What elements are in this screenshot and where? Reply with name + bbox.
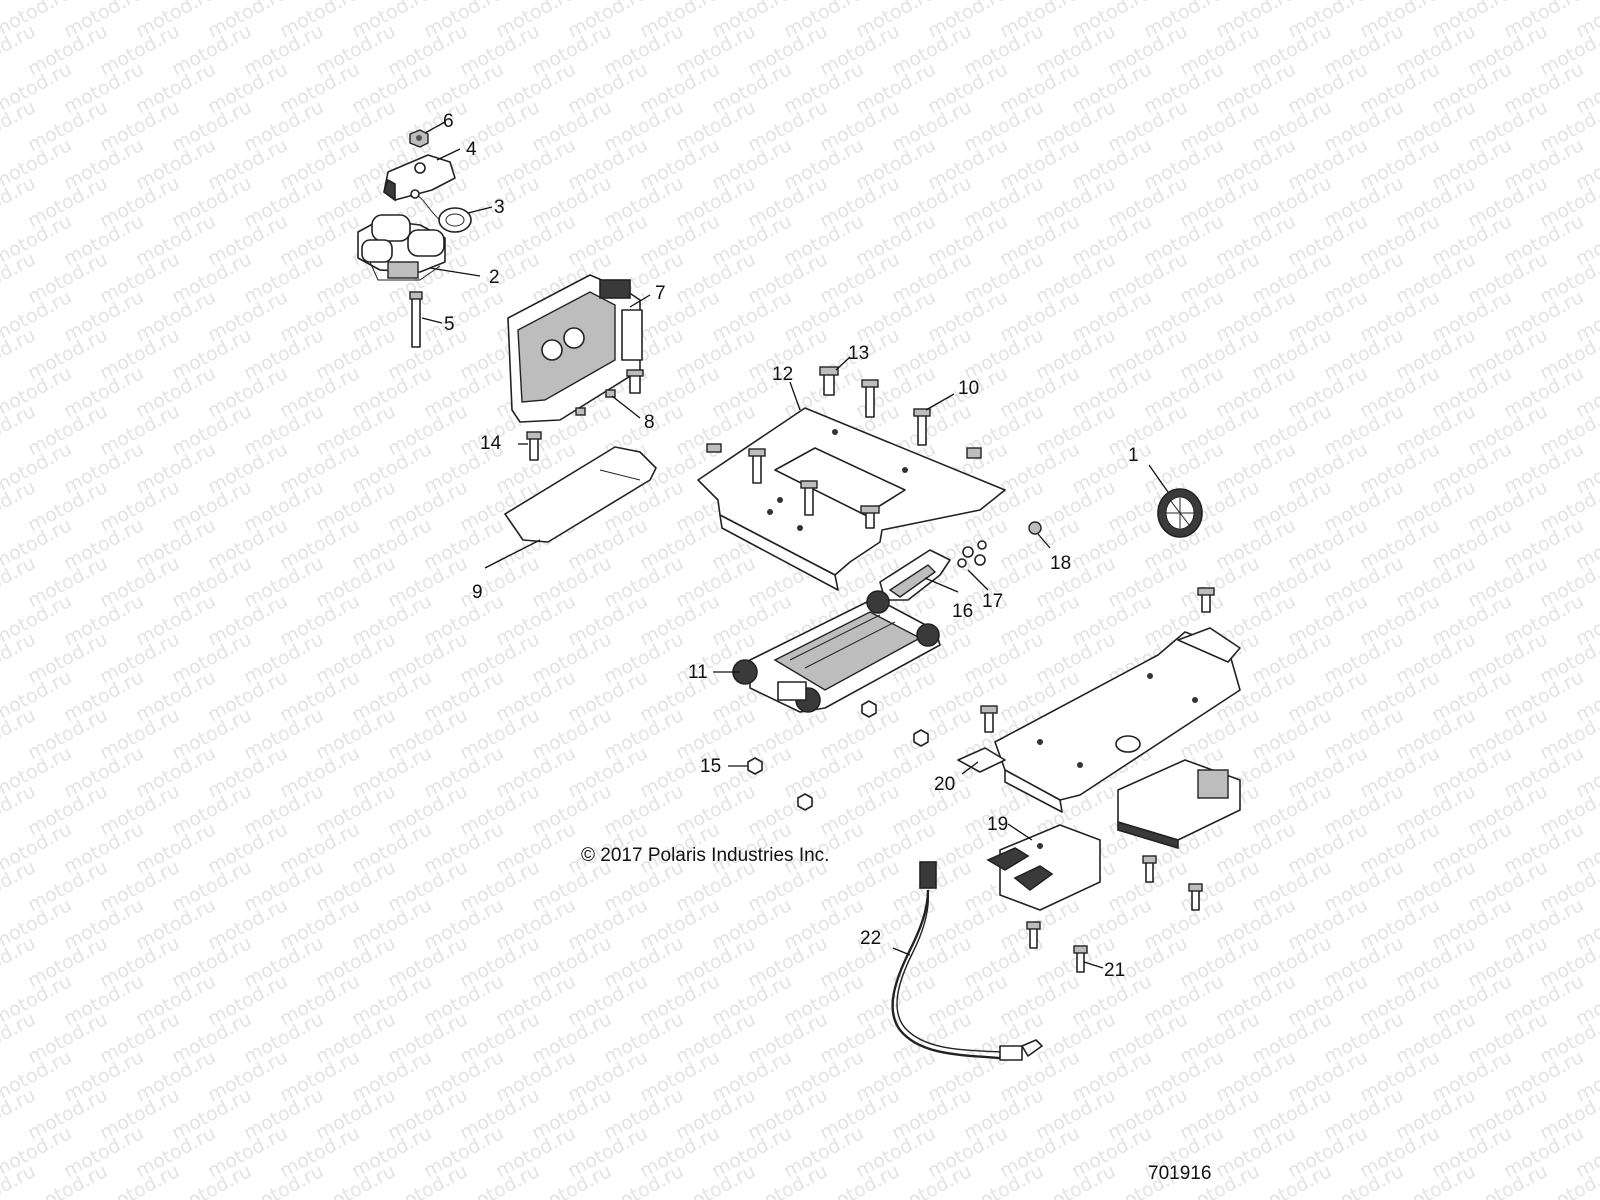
callout-12: 12 — [772, 364, 793, 385]
callout-17: 17 — [982, 591, 1003, 612]
callout-18: 18 — [1050, 553, 1071, 574]
part-18-grommet — [1028, 521, 1042, 535]
callout-6: 6 — [443, 111, 454, 132]
callout-1: 1 — [1128, 445, 1139, 466]
callout-16: 16 — [952, 601, 973, 622]
part-5-bolt — [409, 291, 423, 348]
callout-14: 14 — [480, 433, 502, 454]
callout-7: 7 — [655, 283, 666, 304]
callout-5: 5 — [444, 314, 455, 335]
callout-8: 8 — [644, 412, 655, 433]
callout-13: 13 — [848, 343, 869, 364]
callout-15: 15 — [700, 756, 721, 777]
callout-11: 11 — [688, 662, 708, 683]
callout-22: 22 — [860, 928, 881, 949]
callout-3: 3 — [494, 197, 505, 218]
callout-2: 2 — [489, 267, 500, 288]
part-7-ecu — [507, 274, 643, 423]
callout-10: 10 — [958, 378, 979, 399]
callout-21: 21 — [1104, 960, 1125, 981]
callout-20: 20 — [934, 774, 955, 795]
callout-19: 19 — [987, 814, 1008, 835]
callout-4: 4 — [466, 139, 477, 160]
callout-9: 9 — [472, 582, 483, 603]
drawing-number: 701916 — [1148, 1163, 1212, 1184]
part-1-cap — [1157, 488, 1203, 538]
copyright-notice: © 2017 Polaris Industries Inc. — [581, 845, 830, 866]
